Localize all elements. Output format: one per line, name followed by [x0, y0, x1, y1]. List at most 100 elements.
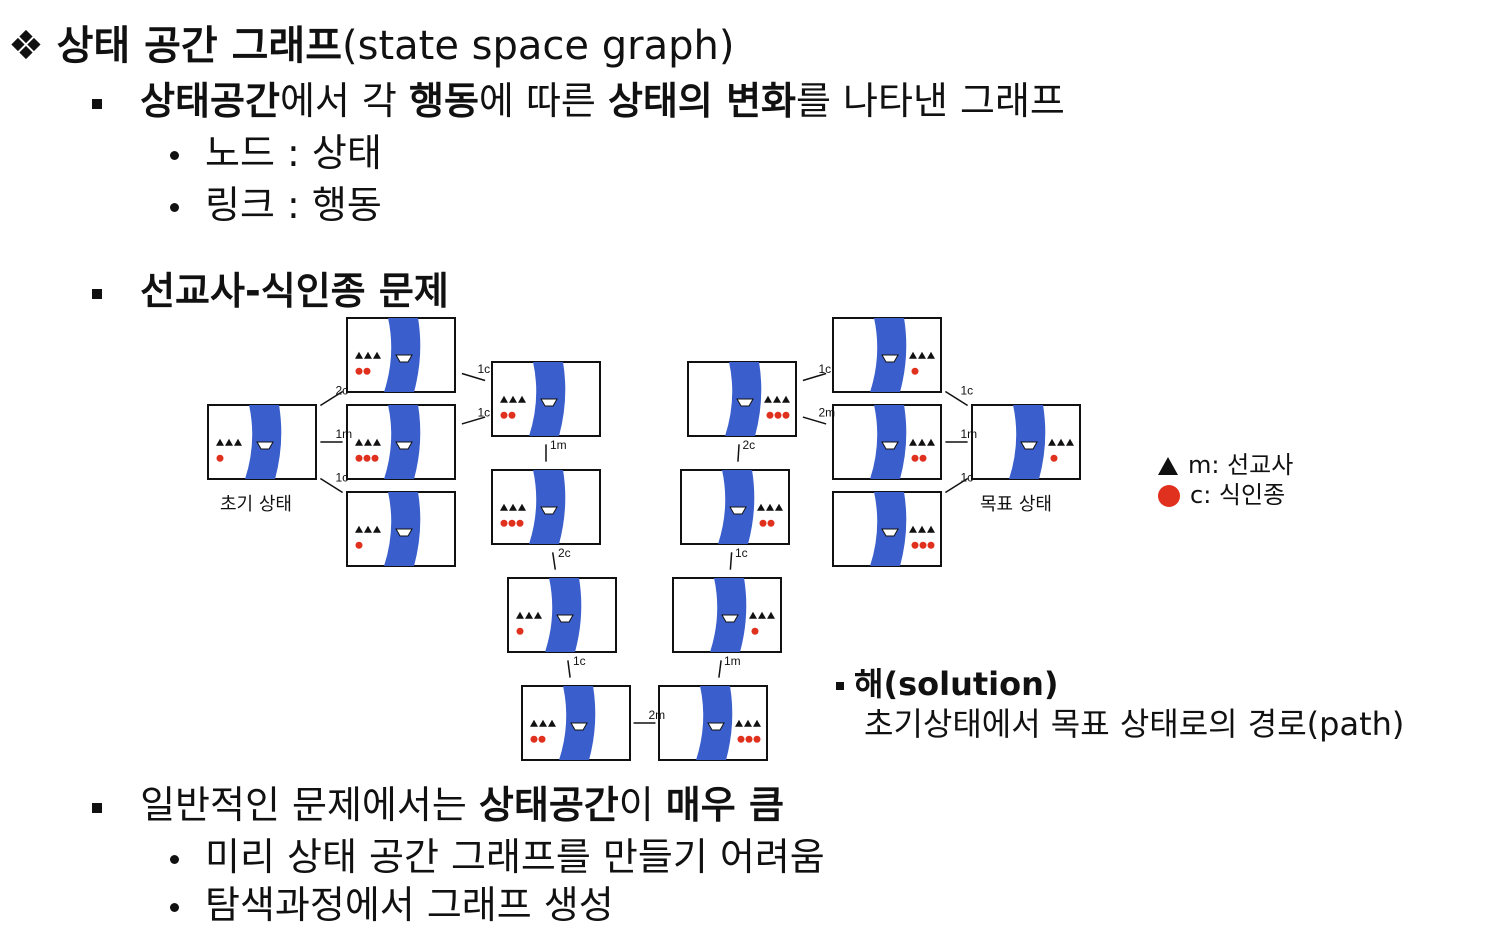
boat-icon	[881, 528, 899, 537]
missionary-icon	[753, 719, 761, 727]
cannibal-icon	[508, 411, 516, 419]
slide-title: ❖ 상태 공간 그래프(state space graph)	[8, 18, 734, 74]
edge-label: 1c	[478, 362, 491, 376]
initial-state-label: 초기 상태	[220, 494, 292, 515]
missionary-icon	[548, 719, 556, 727]
dot-bullet-icon	[170, 903, 179, 912]
boat-icon	[1020, 441, 1038, 450]
cannibal-icon	[766, 411, 774, 419]
solution-heading: 해(solution)	[836, 662, 1059, 706]
edge-line	[944, 390, 969, 407]
red-circle-icon	[1158, 485, 1180, 507]
goal-state-label: 목표 상태	[980, 494, 1052, 515]
def-part-2: 행동	[408, 79, 479, 123]
def-part-3: 에 따른	[478, 79, 608, 123]
missionary-icon	[355, 525, 363, 533]
boat-icon	[540, 398, 558, 407]
cannibal-icon	[919, 541, 927, 549]
missionary-icon	[764, 395, 772, 403]
edge-label: 1c	[961, 471, 974, 485]
title-bold: 상태 공간 그래프	[56, 23, 343, 69]
missionary-icon	[767, 611, 775, 619]
missionary-icon	[518, 395, 526, 403]
edge-label: 2m	[819, 406, 836, 420]
square-bullet-icon	[92, 288, 102, 299]
edge-line	[319, 477, 344, 494]
edge-label: 1m	[550, 438, 567, 452]
def-part-1: 에서 각	[279, 79, 409, 123]
missionary-icon	[927, 525, 935, 533]
edge-line	[319, 390, 344, 407]
missionary-icon	[1066, 438, 1074, 446]
missionary-icon	[773, 395, 781, 403]
cannibal-icon	[927, 541, 935, 549]
missionary-icon	[927, 438, 935, 446]
missionary-icon	[518, 503, 526, 511]
legend: m: 선교사 c: 식인종	[1158, 450, 1293, 510]
missionary-icon	[234, 438, 242, 446]
missionary-icon	[909, 438, 917, 446]
edge-line	[551, 552, 557, 570]
def-part-4: 상태의 변화	[607, 79, 796, 123]
edge-label: 1c	[336, 471, 349, 485]
boat-icon	[395, 528, 413, 537]
edge-label: 1c	[961, 384, 974, 398]
missionary-icon	[225, 438, 233, 446]
cannibal-icon	[911, 541, 919, 549]
sub-node: 노드 : 상태	[170, 128, 382, 178]
boat-icon	[570, 722, 588, 731]
missionary-icon	[355, 351, 363, 359]
missionary-icon	[744, 719, 752, 727]
cannibal-icon	[530, 735, 538, 743]
missionary-icon	[534, 611, 542, 619]
missionary-icon	[373, 525, 381, 533]
edge-line	[567, 660, 571, 678]
cannibal-icon	[363, 454, 371, 462]
def-part-0: 상태공간	[140, 79, 280, 123]
cannibal-icon	[911, 454, 919, 462]
cannibal-icon	[500, 411, 508, 419]
edge-label: 1m	[724, 654, 741, 668]
edge-line	[461, 416, 486, 425]
cannibal-icon	[751, 627, 759, 635]
diamond-bullet-icon: ❖	[8, 23, 44, 69]
missionary-icon	[782, 395, 790, 403]
sub-link: 링크 : 행동	[170, 180, 382, 230]
missionary-icon	[909, 351, 917, 359]
missionary-icon	[500, 395, 508, 403]
cannibal-icon	[919, 454, 927, 462]
solution-description: 초기상태에서 목표 상태로의 경로(path)	[864, 705, 1405, 743]
cannibal-icon	[363, 367, 371, 375]
cannibal-icon	[911, 367, 919, 375]
cannibal-icon	[745, 735, 753, 743]
dot-bullet-icon	[170, 855, 179, 864]
sub-general-2: 탐색과정에서 그래프 생성	[170, 880, 614, 930]
sub-general-1: 미리 상태 공간 그래프를 만들기 어려움	[170, 832, 825, 882]
missionary-icon	[918, 525, 926, 533]
missionary-icon	[509, 503, 517, 511]
legend-missionary: m: 선교사	[1158, 450, 1293, 480]
missionary-icon	[1057, 438, 1065, 446]
missionary-icon	[373, 438, 381, 446]
edge-line	[729, 552, 733, 570]
cannibal-icon	[508, 519, 516, 527]
boat-icon	[881, 354, 899, 363]
boat-icon	[395, 354, 413, 363]
legend-cannibal: c: 식인종	[1158, 480, 1293, 510]
edge-label: 2m	[649, 708, 666, 722]
missionary-icon	[757, 503, 765, 511]
triangle-icon	[1158, 457, 1178, 475]
cannibal-icon	[774, 411, 782, 419]
missionary-icon	[525, 611, 533, 619]
edge-label: 1c	[819, 362, 832, 376]
missionary-icon	[500, 503, 508, 511]
missionary-icon	[539, 719, 547, 727]
missionary-icon	[909, 525, 917, 533]
title-paren: (state space graph)	[342, 23, 735, 69]
cannibal-icon	[516, 627, 524, 635]
bullet-state-space-def: 상태공간에서 각 행동에 따른 상태의 변화를 나타낸 그래프	[92, 76, 1065, 126]
dot-bullet-icon	[170, 151, 179, 160]
boat-icon	[707, 722, 725, 731]
edge-label: 2c	[336, 384, 349, 398]
